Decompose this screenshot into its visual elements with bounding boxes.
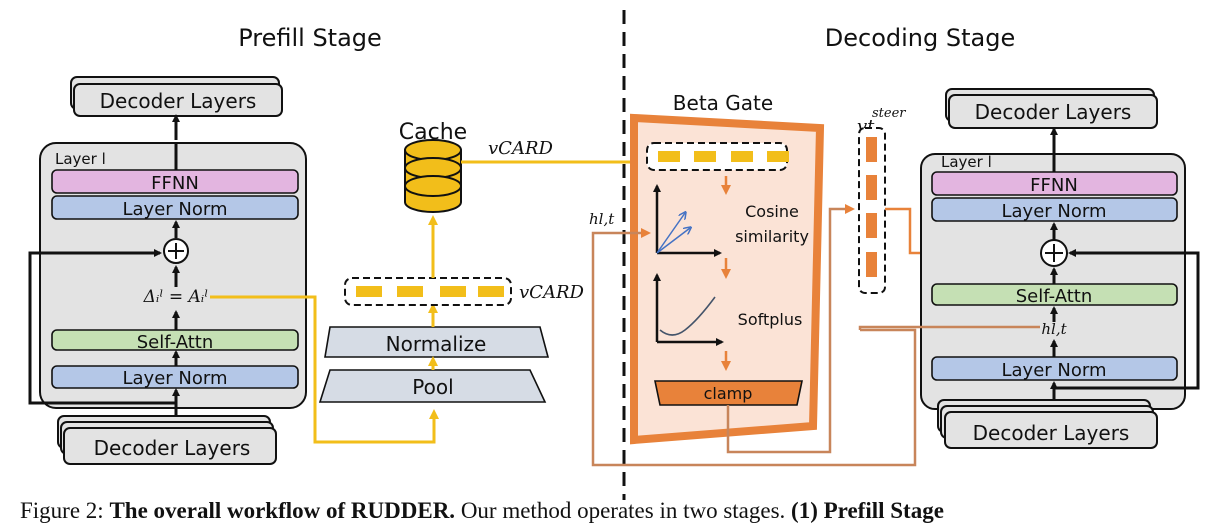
svg-text:Self-Attn: Self-Attn bbox=[137, 332, 213, 353]
v-card-label: vCARD bbox=[519, 282, 584, 303]
prefill-decoder-bottom: Decoder Layers bbox=[57, 415, 277, 465]
decoding-decoder-bottom: Decoder Layers bbox=[937, 399, 1158, 449]
delta-to-pool-line bbox=[210, 295, 439, 444]
softplus-axes-icon bbox=[653, 273, 724, 346]
svg-text:Self-Attn: Self-Attn bbox=[1016, 286, 1092, 307]
beta-gate-title: Beta Gate bbox=[673, 91, 773, 115]
prefill-layer-norm-bottom: Layer Norm bbox=[51, 365, 299, 389]
gate-v-card-vector bbox=[646, 142, 789, 171]
layer-l-label: Layer l bbox=[55, 150, 106, 168]
cache-label: Cache bbox=[399, 120, 467, 145]
cosine-label-2: similarity bbox=[735, 227, 809, 246]
pool-block: Pool bbox=[318, 369, 547, 403]
normalize-block: Normalize bbox=[324, 326, 550, 358]
svg-text:Decoder Layers: Decoder Layers bbox=[975, 100, 1132, 124]
h-label: hl,t bbox=[1041, 320, 1067, 338]
svg-text:Layer Norm: Layer Norm bbox=[122, 368, 227, 389]
prefill-ffnn: FFNN bbox=[51, 169, 299, 194]
svg-text:clamp: clamp bbox=[704, 384, 753, 403]
softplus-label: Softplus bbox=[738, 310, 803, 329]
svg-text:Layer Norm: Layer Norm bbox=[1001, 360, 1106, 381]
svg-text:Layer Norm: Layer Norm bbox=[122, 199, 227, 220]
cache-icon bbox=[404, 139, 462, 213]
clamp-to-steer-line bbox=[726, 204, 855, 454]
svg-text:Decoder Layers: Decoder Layers bbox=[94, 436, 251, 460]
clamp-block: clamp bbox=[654, 380, 803, 406]
prefill-stage-title: Prefill Stage bbox=[238, 24, 382, 52]
decoding-stage-title: Decoding Stage bbox=[825, 24, 1015, 52]
svg-text:FFNN: FFNN bbox=[1030, 175, 1078, 196]
decoding-ffnn: FFNN bbox=[931, 171, 1178, 196]
beta-gate-box bbox=[630, 113, 825, 445]
prefill-decoder-top: Decoder Layers bbox=[70, 76, 283, 117]
v-steer-superscript: steer bbox=[872, 106, 906, 121]
decoding-layer-norm-top: Layer Norm bbox=[931, 197, 1178, 222]
svg-text:Normalize: Normalize bbox=[386, 332, 487, 356]
figure-caption: Figure 2: The overall workflow of RUDDER… bbox=[20, 498, 944, 523]
v-card-vector bbox=[344, 277, 512, 306]
prefill-self-attn: Self-Attn bbox=[51, 329, 299, 353]
svg-text:Decoder Layers: Decoder Layers bbox=[973, 421, 1130, 445]
prefill-layer-norm-top: Layer Norm bbox=[51, 195, 299, 220]
svg-text:FFNN: FFNN bbox=[151, 173, 199, 194]
decoding-layer-norm-bottom: Layer Norm bbox=[931, 356, 1178, 381]
cosine-label-1: Cosine bbox=[745, 202, 799, 221]
cosine-axes-icon bbox=[653, 184, 722, 257]
residual-connection bbox=[1054, 249, 1200, 390]
residual-connection bbox=[28, 249, 176, 405]
v-steer-vector bbox=[858, 127, 886, 294]
decoding-decoder-top: Decoder Layers bbox=[945, 88, 1158, 129]
svg-text:Pool: Pool bbox=[412, 375, 453, 399]
layer-l-label: Layer l bbox=[941, 153, 992, 171]
h-to-gate-line bbox=[591, 228, 917, 467]
svg-text:Layer Norm: Layer Norm bbox=[1001, 201, 1106, 222]
decoder-layers-label: Decoder Layers bbox=[100, 89, 257, 113]
h-input-label: hl,t bbox=[589, 210, 615, 228]
decoding-self-attn: Self-Attn bbox=[931, 283, 1178, 307]
v-card-cache-label: vCARD bbox=[488, 138, 553, 159]
h-tap-line bbox=[858, 325, 1040, 330]
delta-equation: Δᵢˡ = Aᵢˡ bbox=[143, 287, 209, 307]
